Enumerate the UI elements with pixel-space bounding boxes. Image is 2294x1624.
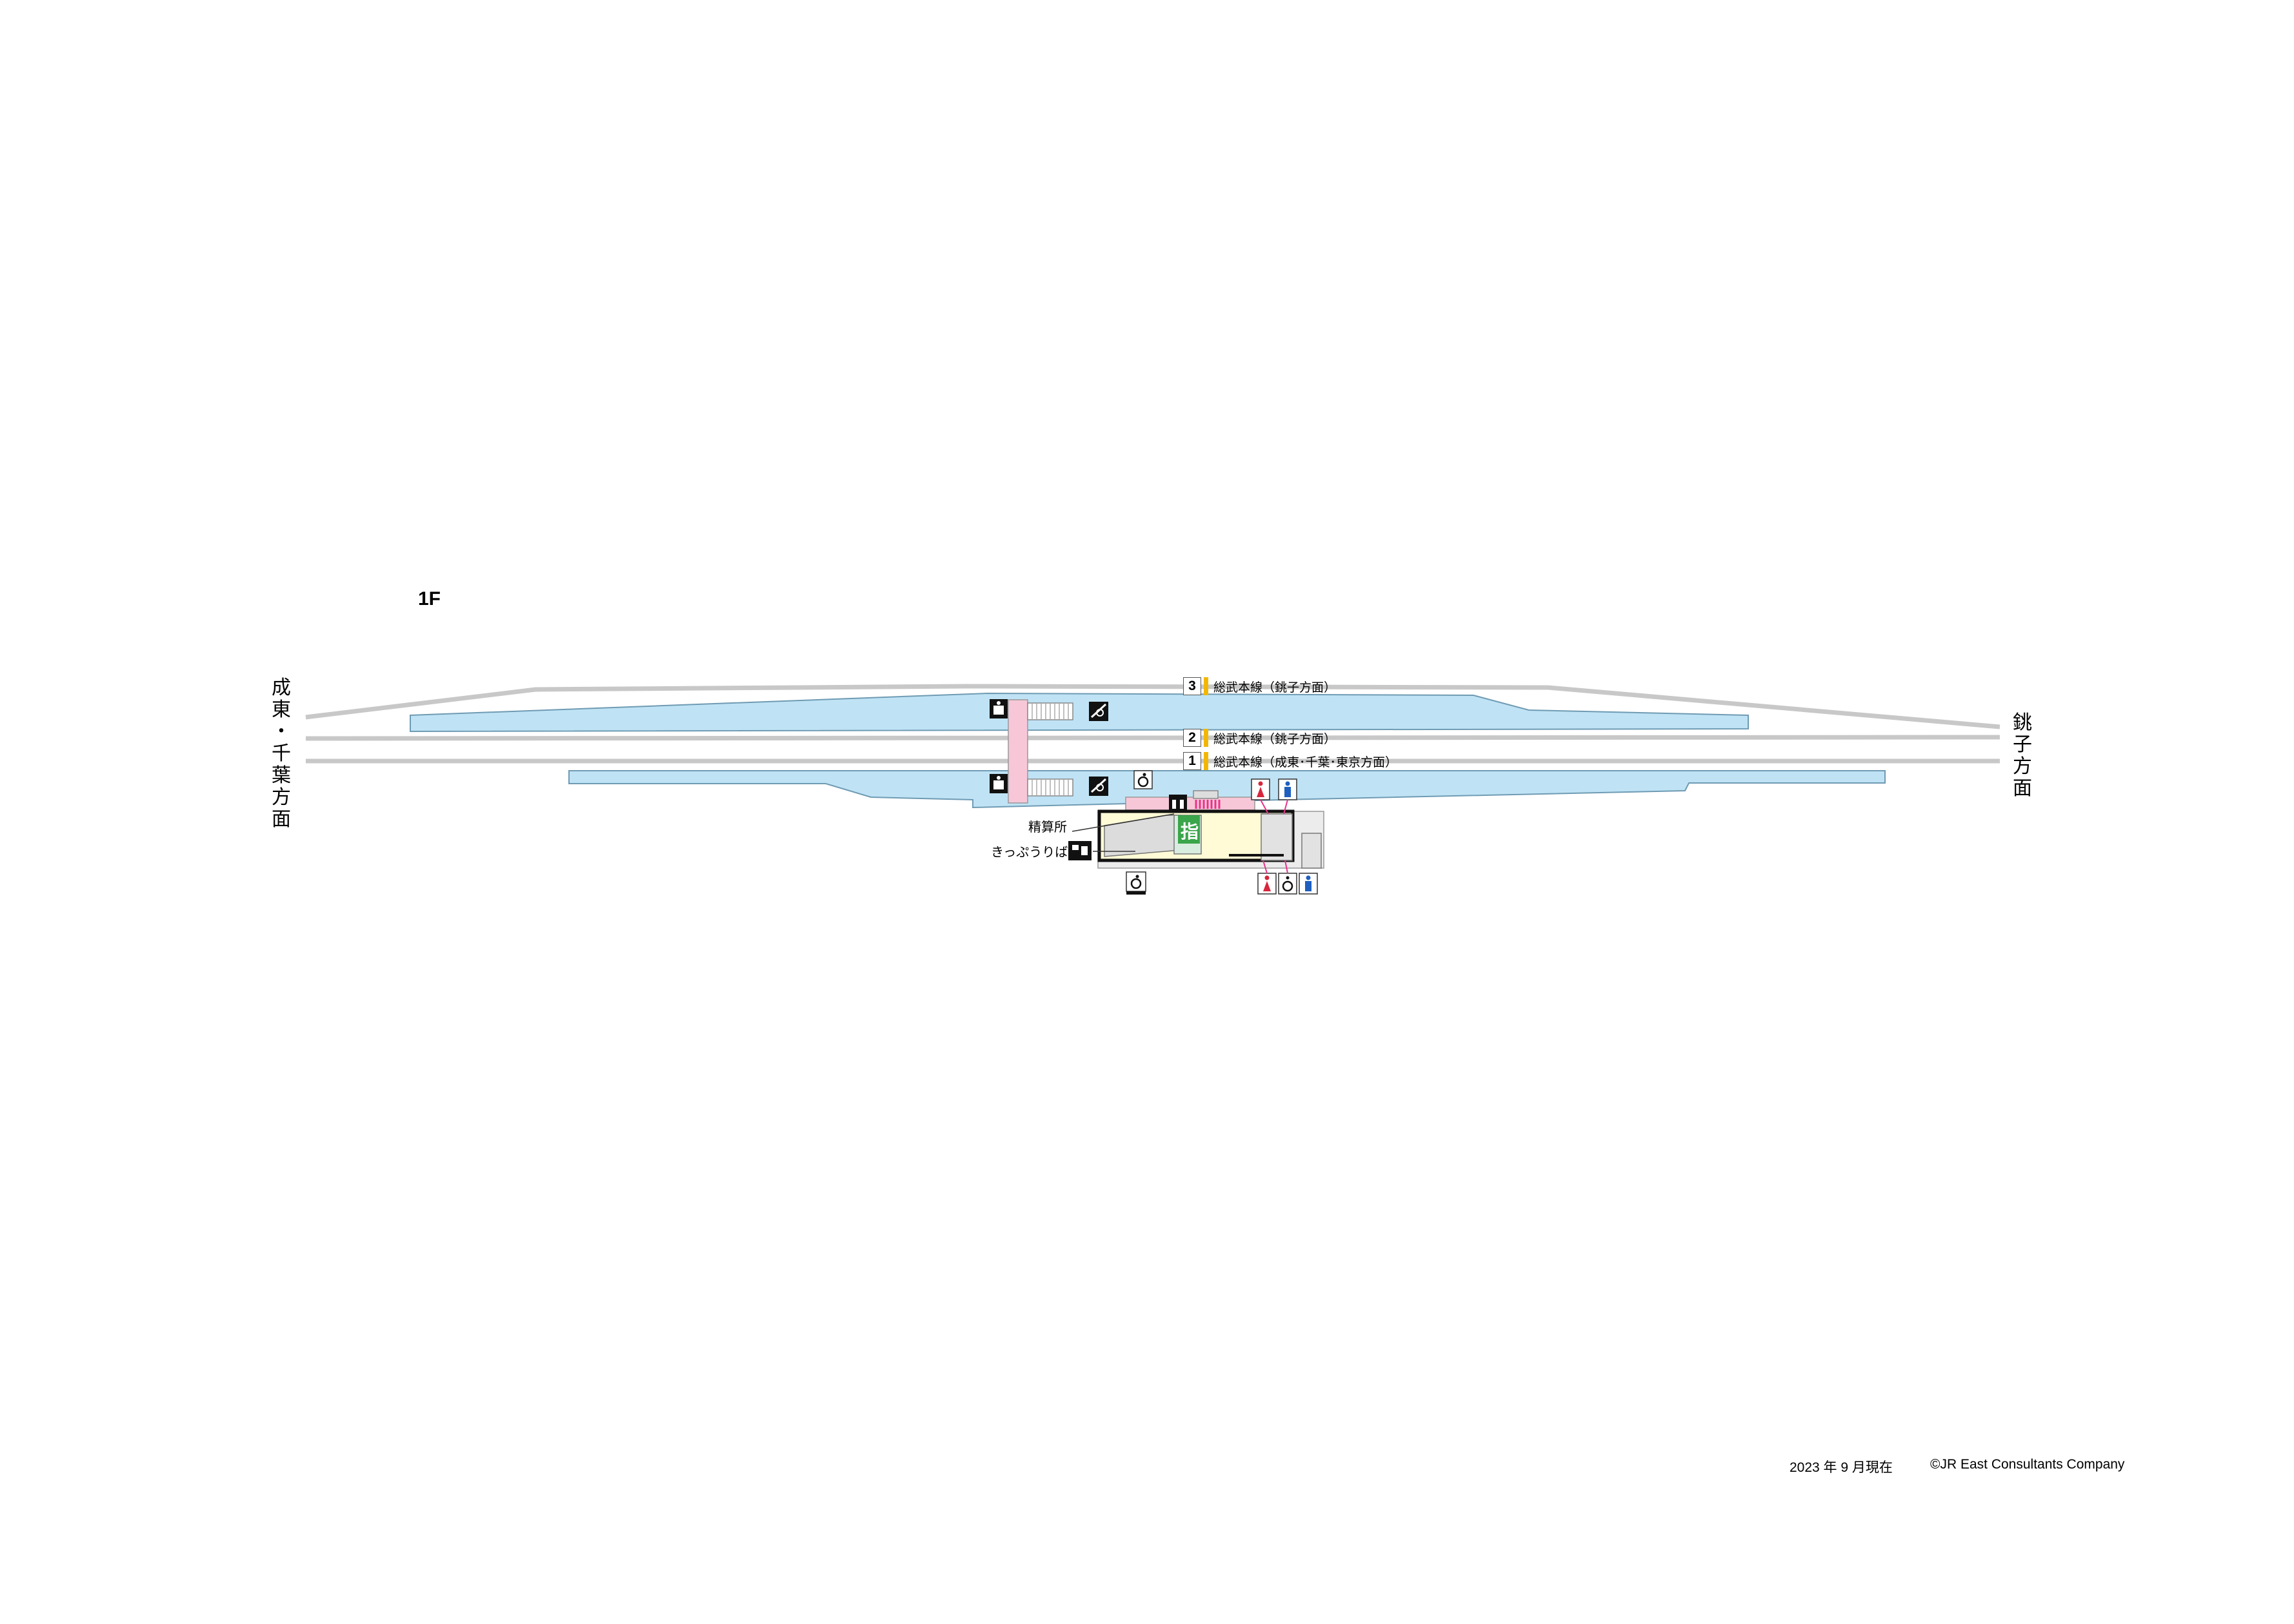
annex-building <box>1301 833 1322 869</box>
wheelchair-icon <box>1133 770 1153 789</box>
fare-adjustment-leader <box>1072 813 1175 832</box>
wheelchair-lift-icon <box>1089 702 1108 721</box>
footer-date: 2023 年 9 月現在 <box>1790 1460 1893 1475</box>
track-label-2: 2 総武本線（銚子方面） <box>1183 729 1336 747</box>
track-color-bar <box>1204 752 1208 770</box>
stairs-lower-treads <box>1032 779 1069 796</box>
track-number: 2 <box>1183 729 1201 747</box>
fare-adjustment-label: 精算所 <box>1028 819 1067 835</box>
toilet-pointers <box>1260 799 1288 815</box>
restroom-block <box>1261 813 1293 861</box>
rail-tracks <box>305 684 2000 764</box>
direction-left: 成 東 ・ 千 葉 方 面 <box>272 677 291 831</box>
footbridge <box>1008 699 1028 804</box>
ticket-gate-icon <box>1169 795 1187 813</box>
platform-upper <box>410 692 1749 733</box>
ticket-office-label: きっぷうりば <box>991 844 1068 860</box>
rail-track-2 <box>305 735 2000 741</box>
tactile-path <box>1195 800 1221 809</box>
track-line-name: 総武本線（成東･千葉･東京方面） <box>1213 755 1398 769</box>
track-line-name: 総武本線（銚子方面） <box>1213 680 1337 695</box>
ticket-vending-icon <box>1068 841 1092 860</box>
concourse-strip <box>1125 797 1255 811</box>
toilet-female-icon <box>1251 778 1270 800</box>
track-number: 1 <box>1183 752 1201 770</box>
elevator-icon <box>990 774 1008 793</box>
toilet-lower-pointers <box>1262 860 1288 874</box>
track-number: 3 <box>1183 677 1201 695</box>
track-label-1: 1 総武本線（成東･千葉･東京方面） <box>1183 752 1397 770</box>
toilet-female-icon <box>1257 873 1277 895</box>
accessible-toilet-icon <box>1278 873 1297 895</box>
wheelchair-lift-icon <box>1089 777 1108 796</box>
toilet-male-icon <box>1299 873 1318 895</box>
track-color-bar <box>1204 677 1208 695</box>
track-label-3: 3 総武本線（銚子方面） <box>1183 677 1336 695</box>
elevator-icon <box>990 699 1008 718</box>
direction-right: 銚 子 方 面 <box>2013 711 2032 800</box>
reserved-seat-label: 指 <box>1181 821 1199 842</box>
platform-shelter <box>1193 790 1219 799</box>
footer-copyright: ©JR East Consultants Company <box>1930 1457 2125 1472</box>
floor-label: 1F <box>418 588 441 609</box>
stairs-upper-treads <box>1032 703 1069 720</box>
wheelchair-icon <box>1126 871 1146 895</box>
track-line-name: 総武本線（銚子方面） <box>1213 731 1337 746</box>
toilet-male-icon <box>1278 778 1297 800</box>
rail-track-3 <box>305 684 2000 729</box>
reserved-seat-sign <box>1178 815 1200 844</box>
track-color-bar <box>1204 729 1208 747</box>
